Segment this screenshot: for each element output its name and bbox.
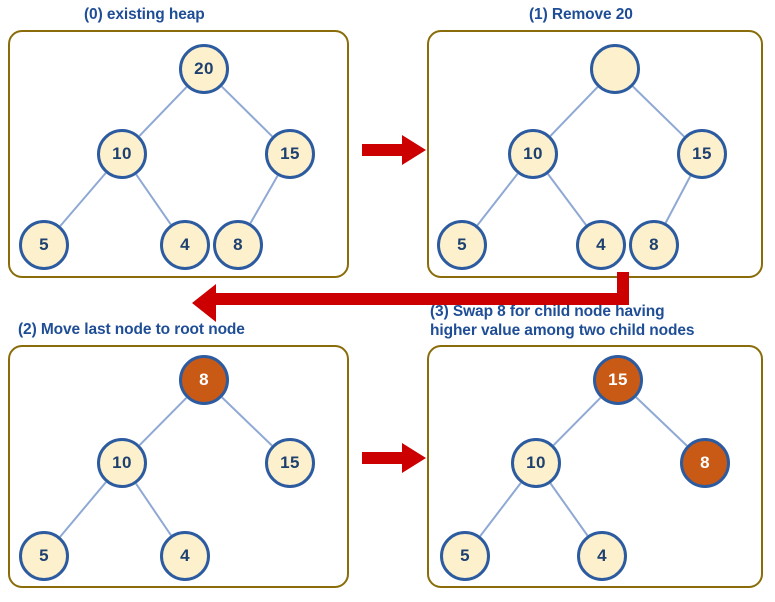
tree-edge [632, 85, 685, 138]
tree-edge [552, 397, 602, 446]
tree-node-8: 8 [213, 220, 263, 270]
tree-edge [549, 482, 589, 537]
tree-edge [547, 173, 587, 226]
tree-node-15: 15 [265, 129, 315, 179]
flow-arrow-1-to-2 [192, 272, 629, 322]
tree-node-5: 5 [19, 531, 69, 581]
tree-edge [135, 173, 172, 226]
tree-node-15: 15 [265, 438, 315, 488]
tree-edge [664, 175, 692, 224]
tree-edge [221, 85, 273, 138]
tree-edge [479, 482, 522, 537]
tree-node-4: 4 [160, 220, 210, 270]
tree-node-15: 15 [593, 355, 643, 405]
tree-node-10: 10 [97, 438, 147, 488]
panel-caption-3: (3) Swap 8 for child node having higher … [430, 303, 695, 339]
tree-node-4: 4 [576, 220, 626, 270]
panel-caption-0: (0) existing heap [84, 6, 205, 23]
tree-edge [138, 86, 188, 137]
tree-node-empty [590, 44, 640, 94]
tree-node-4: 4 [577, 531, 627, 581]
tree-node-5: 5 [440, 531, 490, 581]
tree-node-15: 15 [677, 129, 727, 179]
tree-node-8: 8 [179, 355, 229, 405]
tree-node-5: 5 [437, 220, 487, 270]
tree-node-10: 10 [97, 129, 147, 179]
tree-node-10: 10 [511, 438, 561, 488]
tree-edge [59, 172, 107, 227]
flow-arrow-2-to-3 [362, 443, 426, 473]
tree-node-20: 20 [179, 44, 229, 94]
panel-caption-1: (1) Remove 20 [529, 6, 633, 23]
tree-node-5: 5 [19, 220, 69, 270]
tree-node-8: 8 [629, 220, 679, 270]
tree-edge [549, 86, 599, 137]
flow-arrow-0-to-1 [362, 135, 426, 165]
tree-edge [138, 397, 188, 446]
tree-edge [635, 396, 688, 447]
tree-edge [59, 481, 107, 538]
tree-edge [249, 175, 279, 224]
tree-edge [135, 483, 172, 536]
panel-caption-2: (2) Move last node to root node [18, 321, 245, 338]
tree-edge [476, 173, 519, 226]
tree-node-8: 8 [680, 438, 730, 488]
tree-node-10: 10 [508, 129, 558, 179]
tree-edge [221, 396, 273, 447]
tree-node-4: 4 [160, 531, 210, 581]
